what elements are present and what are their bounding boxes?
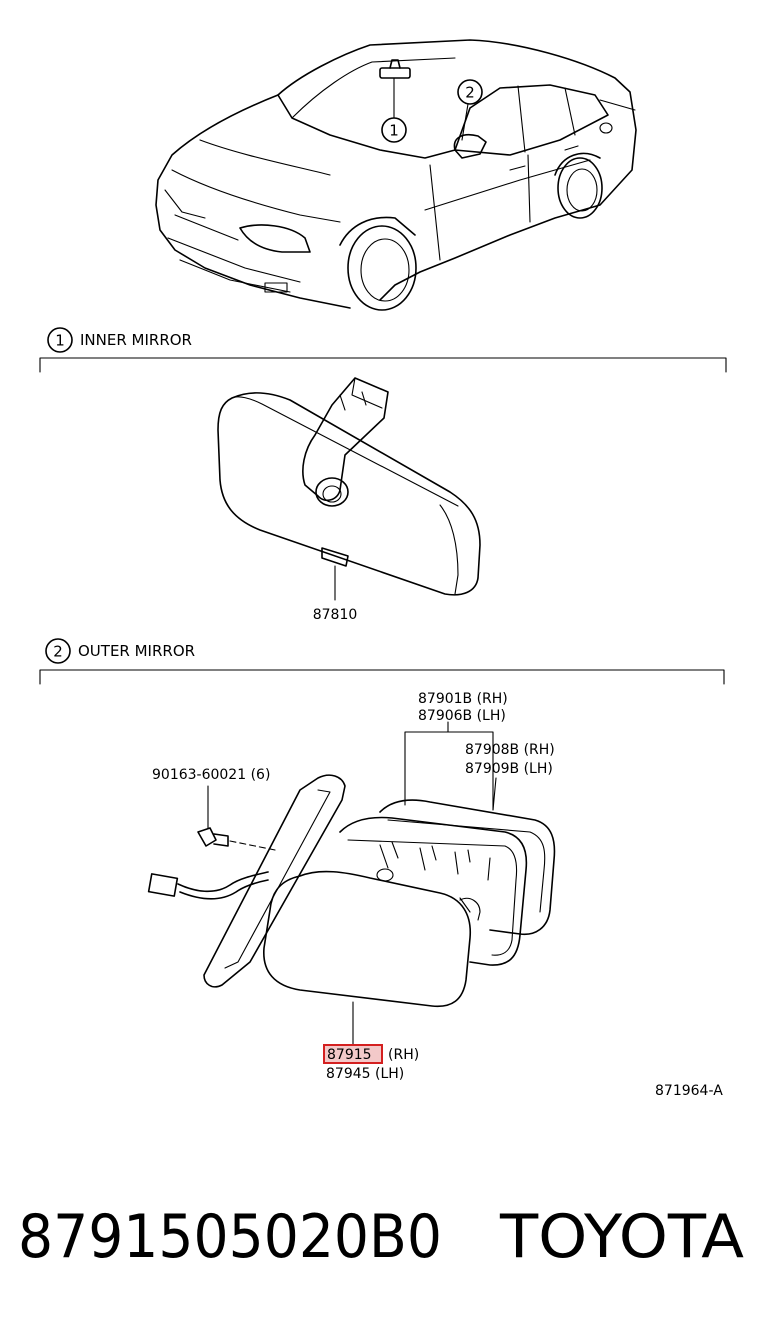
svg-text:1: 1 xyxy=(55,332,65,350)
section-outer-mirror-header: 2 OUTER MIRROR xyxy=(39,638,725,685)
part-number-87906b[interactable]: 87906B (LH) xyxy=(418,708,506,724)
part-number-87945[interactable]: 87945 (LH) xyxy=(326,1066,404,1082)
part-number-inner-mirror[interactable]: 87810 xyxy=(313,607,358,623)
svg-text:2: 2 xyxy=(53,643,63,661)
diagram-id: 871964-A xyxy=(655,1083,723,1099)
part-number-87901b[interactable]: 87901B (RH) xyxy=(418,691,508,707)
callout-2: 2 xyxy=(457,79,483,105)
section-inner-mirror-header: 1 INNER MIRROR xyxy=(39,327,727,373)
part-number-bolt[interactable]: 90163-60021 (6) xyxy=(152,767,270,783)
footer-part-number: 8791505020B0 xyxy=(18,1202,442,1272)
part-number-87909b[interactable]: 87909B (LH) xyxy=(465,761,553,777)
svg-text:1: 1 xyxy=(389,122,399,140)
footer-brand: TOYOTA xyxy=(499,1202,744,1272)
outer-mirror-drawing xyxy=(147,721,556,1045)
part-side-rh: (RH) xyxy=(388,1047,419,1063)
car-illustration xyxy=(155,39,637,311)
highlighted-part-87915[interactable]: 87915 xyxy=(323,1044,383,1064)
inner-mirror-drawing xyxy=(217,377,481,601)
svg-text:2: 2 xyxy=(465,84,475,102)
part-number-87915[interactable]: 87915 xyxy=(327,1047,372,1063)
section-title-outer: OUTER MIRROR xyxy=(78,642,195,660)
callout-1: 1 xyxy=(381,117,407,143)
section-title-inner: INNER MIRROR xyxy=(80,331,192,349)
part-number-87908b[interactable]: 87908B (RH) xyxy=(465,742,555,758)
